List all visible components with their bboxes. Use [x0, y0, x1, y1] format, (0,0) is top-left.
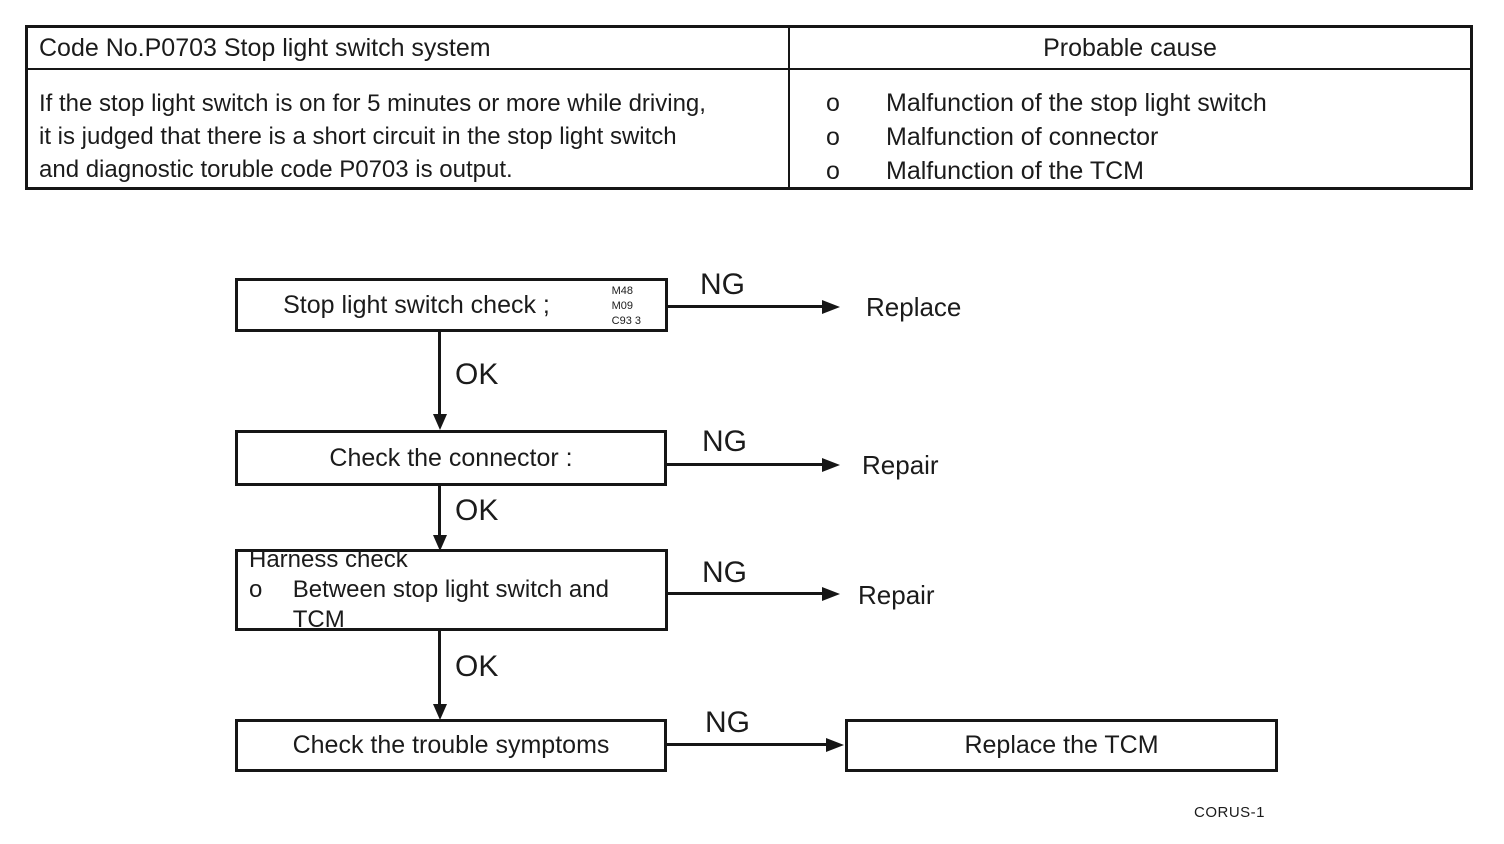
- ng-arrow-line-4: [667, 743, 827, 746]
- flow-box-harness-check: Harness check o Between stop light switc…: [235, 546, 668, 633]
- flow-box-label: Harness check: [249, 546, 408, 573]
- subitem-bullet: o: [249, 576, 263, 603]
- cause-list: o Malfunction of the stop light switch o…: [790, 70, 1470, 188]
- code-header-cell: Code No.P0703 Stop light switch system: [28, 28, 790, 68]
- description-line: If the stop light switch is on for 5 min…: [39, 90, 706, 117]
- ok-label-1: OK: [455, 358, 499, 391]
- cause-text: Malfunction of the stop light switch: [886, 89, 1267, 117]
- subitem-text: Between stop light switch and TCM: [292, 576, 609, 633]
- cause-bullet: o: [826, 123, 840, 151]
- connector-code: M09: [611, 300, 634, 312]
- dtc-table: Code No.P0703 Stop light switch system P…: [25, 25, 1473, 190]
- flow-box-subitem: o Between stop light switch and TCM: [249, 575, 665, 635]
- ng-label-1: NG: [700, 268, 745, 301]
- description-line: and diagnostic toruble code P0703 is out…: [39, 156, 513, 183]
- flow-box-label: Stop light switch check ;: [283, 290, 550, 319]
- table-header-row: Code No.P0703 Stop light switch system P…: [28, 28, 1470, 70]
- description-cell: If the stop light switch is on for 5 min…: [28, 70, 790, 188]
- ok-arrow-line-3: [438, 631, 441, 711]
- flow-box-check-connector: Check the connector :: [235, 430, 667, 486]
- cause-item: o Malfunction of the stop light switch: [826, 86, 1470, 120]
- ok-arrow-line-1: [438, 332, 441, 418]
- cause-item: o Malfunction of connector: [826, 120, 1470, 154]
- ng-label-4: NG: [705, 706, 750, 739]
- ok-arrowhead-3: [432, 704, 447, 720]
- cause-bullet: o: [826, 157, 840, 185]
- connector-code: M48: [611, 285, 634, 297]
- flow-box-replace-tcm: Replace the TCM: [845, 719, 1278, 772]
- flow-box-check-trouble-symptoms: Check the trouble symptoms: [235, 719, 667, 772]
- cause-text: Malfunction of connector: [886, 123, 1159, 151]
- ng-label-2: NG: [702, 425, 747, 458]
- ng-arrowhead-2: [822, 457, 840, 472]
- ng-result-replace: Replace: [866, 292, 962, 322]
- flow-box-label: Check the connector :: [329, 443, 573, 472]
- ok-arrowhead-2: [432, 535, 447, 551]
- page-footer-code: CORUS-1: [1194, 804, 1266, 821]
- ng-arrow-line-1: [668, 305, 824, 308]
- cause-bullet: o: [826, 89, 840, 117]
- table-body-row: If the stop light switch is on for 5 min…: [28, 70, 1470, 188]
- flow-box-label: Check the trouble symptoms: [292, 731, 610, 759]
- cause-item: o Malfunction of the TCM: [826, 154, 1470, 188]
- flow-box-content: Harness check o Between stop light switc…: [238, 545, 665, 635]
- ng-arrow-line-3: [668, 592, 824, 595]
- ng-result-repair-1: Repair: [862, 450, 939, 480]
- description-line: it is judged that there is a short circu…: [39, 123, 677, 150]
- ok-arrow-line-2: [438, 486, 441, 541]
- cause-text: Malfunction of the TCM: [886, 157, 1144, 185]
- connector-codes: M48 M09 C93 3: [612, 284, 641, 329]
- probable-cause-cell: o Malfunction of the stop light switch o…: [790, 70, 1470, 188]
- flow-box-label: Replace the TCM: [964, 731, 1159, 759]
- ok-label-3: OK: [455, 650, 499, 683]
- ng-arrowhead-3: [822, 586, 840, 601]
- flow-box-stop-light-switch-check: Stop light switch check ; M48 M09 C93 3: [235, 278, 668, 332]
- connector-code: C93 3: [611, 315, 641, 327]
- ng-arrow-line-2: [667, 463, 824, 466]
- ng-arrowhead-1: [822, 299, 840, 314]
- description-text: If the stop light switch is on for 5 min…: [28, 70, 788, 186]
- ok-arrowhead-1: [432, 414, 447, 430]
- ng-arrowhead-4: [826, 737, 844, 752]
- ok-label-2: OK: [455, 494, 499, 527]
- ng-label-3: NG: [702, 556, 747, 589]
- ng-result-repair-2: Repair: [858, 580, 935, 610]
- probable-cause-header-cell: Probable cause: [1043, 33, 1217, 62]
